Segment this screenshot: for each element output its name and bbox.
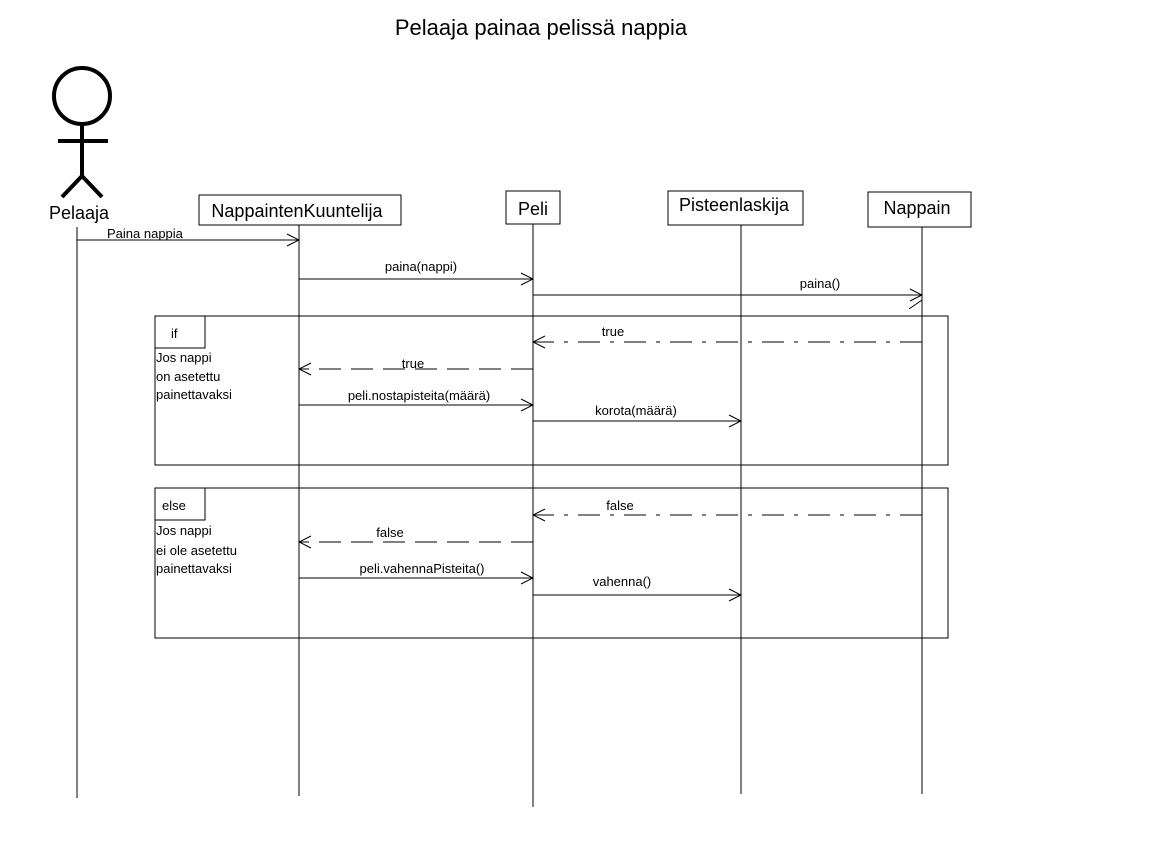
message-label: peli.vahennaPisteita() <box>359 561 484 576</box>
message-true-return-peli: true <box>299 356 533 371</box>
message-false-return-nappain: false <box>533 498 922 515</box>
message-label: true <box>602 324 624 339</box>
message-paina: paina() <box>533 276 922 310</box>
message-label: true <box>402 356 424 371</box>
diagram-title: Pelaaja painaa pelissä nappia <box>395 15 688 40</box>
message-paina-nappia: Paina nappia <box>77 226 299 241</box>
message-paina-nappi: paina(nappi) <box>299 259 533 279</box>
message-korota: korota(määrä) <box>533 403 741 421</box>
fragment-guard-line: on asetettu <box>156 369 220 384</box>
participant-pisteenlaskija: Pisteenlaskija <box>667 190 804 226</box>
message-label: korota(määrä) <box>595 403 677 418</box>
message-label: vahenna() <box>593 574 652 589</box>
fragment-guard-line: Jos nappi <box>156 523 212 538</box>
fragment-guard-line: painettavaksi <box>156 387 232 402</box>
fragment-tag: if <box>171 326 178 341</box>
fragment-if: if Jos nappi on asetettu painettavaksi <box>154 315 949 466</box>
message-label: paina() <box>800 276 840 291</box>
message-vahenna: vahenna() <box>533 574 741 595</box>
fragment-guard-line: painettavaksi <box>156 561 232 576</box>
message-label: paina(nappi) <box>385 259 457 274</box>
fragment-guard-line: Jos nappi <box>156 350 212 365</box>
stick-figure-icon <box>52 66 112 199</box>
message-false-return-peli: false <box>299 525 533 542</box>
message-label: Paina nappia <box>107 226 184 241</box>
message-label: false <box>606 498 633 513</box>
fragment-guard-line: ei ole asetettu <box>156 543 237 558</box>
participant-nappaintenkuuntelija: NappaintenKuuntelija <box>198 194 402 226</box>
message-true-return-nappain: true <box>533 324 922 342</box>
participant-label: Peli <box>518 199 548 219</box>
participant-peli: Peli <box>505 190 561 225</box>
participant-nappain: Nappain <box>867 191 972 228</box>
fragment-tag: else <box>162 498 186 513</box>
message-label: peli.nostapisteita(määrä) <box>348 388 490 403</box>
actor-pelaaja: Pelaaja <box>49 66 112 223</box>
message-nostapisteita: peli.nostapisteita(määrä) <box>299 388 533 405</box>
participant-label: Pisteenlaskija <box>679 195 790 215</box>
message-vahennapisteita: peli.vahennaPisteita() <box>299 561 533 578</box>
message-label: false <box>376 525 403 540</box>
fragment-else: else Jos nappi ei ole asetettu painettav… <box>154 487 949 639</box>
actor-label: Pelaaja <box>49 203 110 223</box>
participant-label: NappaintenKuuntelija <box>211 201 383 221</box>
participant-label: Nappain <box>883 198 950 218</box>
